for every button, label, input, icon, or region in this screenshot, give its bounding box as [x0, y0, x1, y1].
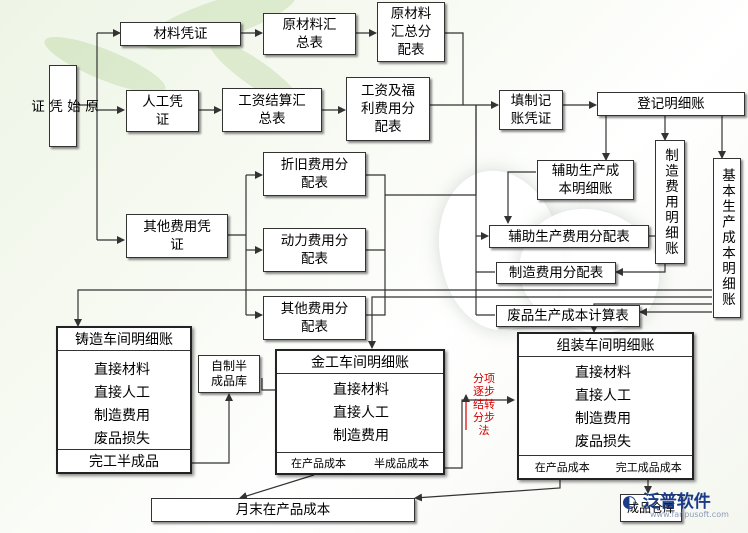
other-alloc-label: 其他费用分 配表: [280, 301, 349, 335]
material-alloc-label: 原材料 汇总分 配表: [390, 6, 432, 58]
depreciation-alloc-label: 折旧费用分 配表: [280, 157, 349, 191]
assembly-workshop-box: 组装车间明细账 直接材料 直接人工 制造费用 废品损失 在产品成本 完工成品成本: [517, 332, 694, 480]
step-method-label: 分项 逐步 结转 分步 法: [473, 372, 495, 437]
wage-alloc-label: 工资及福 利费用分 配表: [361, 83, 415, 135]
brand-mark-icon: ◐: [622, 492, 637, 512]
assembly-footer: 在产品成本 完工成品成本: [519, 455, 692, 478]
casting-item: 直接材料: [94, 362, 150, 378]
fill-voucher-box: 填制记 账凭证: [499, 90, 563, 130]
casting-item: 废品损失: [94, 431, 150, 447]
mfg-alloc-label: 制造费用分配表: [508, 265, 604, 281]
brand-name: 泛普软件: [642, 492, 711, 512]
aux-detail-box: 辅助生产成 本明细账: [537, 160, 634, 200]
metal-item: 制造费用: [333, 428, 389, 444]
assembly-item: 制造费用: [575, 411, 631, 427]
metal-footer: 在产品成本 半成品成本: [277, 452, 443, 473]
original-voucher-box: 原 始 凭 证: [28, 65, 98, 147]
finished-store-box: 成品仓库: [620, 494, 682, 522]
semi-store-label: 自制半 成品库: [210, 359, 247, 388]
assembly-to-month-end: [414, 480, 561, 502]
material-summary-label: 原材料汇 总表: [282, 17, 337, 51]
metal-workshop-box: 金工车间明细账 直接材料 直接人工 制造费用 在产品成本 半成品成本: [275, 349, 445, 475]
scrap-calc-label: 废品生产成本计算表: [507, 308, 629, 324]
metal-workshop-title: 金工车间明细账: [277, 351, 443, 374]
casting-item: 制造费用: [94, 408, 150, 424]
casting-item: 直接人工: [94, 385, 150, 401]
aux-alloc-label: 辅助生产费用分配表: [508, 228, 630, 245]
metal-item: 直接材料: [333, 382, 389, 398]
month-end-wip-label: 月末在产品成本: [235, 502, 331, 518]
assembly-footer-finished: 完工成品成本: [615, 461, 682, 474]
semi-store-box: 自制半 成品库: [198, 355, 260, 393]
mfg-detail-to-alloc: [615, 262, 666, 276]
mfg-detail-label: 制造费用明细账: [662, 147, 678, 257]
depreciation-alloc-box: 折旧费用分 配表: [263, 152, 366, 196]
mfg-alloc-box: 制造费用分配表: [496, 262, 616, 284]
register-ledger-label: 登记明细账: [637, 96, 705, 112]
wage-summary-label: 工资结算汇 总表: [238, 93, 306, 127]
casting-workshop-title: 铸造车间明细账: [58, 328, 190, 351]
metal-to-assembly: [445, 396, 515, 469]
power-alloc-label: 动力费用分 配表: [280, 233, 349, 267]
basic-detail-box: 基本生产成本明细账: [713, 158, 741, 318]
metal-footer-semi: 半成品成本: [374, 457, 429, 470]
metal-footer-wip: 在产品成本: [291, 457, 346, 470]
other-voucher-box: 其他费用凭 证: [126, 214, 228, 258]
assembly-item: 直接人工: [575, 388, 631, 404]
to-casting: [74, 289, 712, 327]
assembly-workshop-title: 组装车间明细账: [519, 334, 692, 357]
assembly-footer-wip: 在产品成本: [534, 461, 590, 474]
to-metal: [368, 296, 712, 349]
material-summary-box: 原材料汇 总表: [263, 13, 356, 55]
scrap-calc-box: 废品生产成本计算表: [496, 305, 640, 327]
original-voucher-label: 原 始 凭 证: [28, 99, 98, 113]
casting-workshop-box: 铸造车间明细账 直接材料 直接人工 制造费用 废品损失 完工半成品: [56, 326, 192, 474]
material-voucher-box: 材料凭证: [120, 22, 241, 46]
other-alloc-box: 其他费用分 配表: [263, 296, 366, 340]
casting-footer: 完工半成品: [58, 449, 190, 472]
month-end-wip-box: 月末在产品成本: [151, 498, 415, 522]
register-ledger-box: 登记明细账: [597, 92, 745, 116]
material-alloc-out: [445, 32, 464, 105]
power-alloc-box: 动力费用分 配表: [263, 228, 366, 272]
assembly-item: 废品损失: [575, 434, 631, 450]
mfg-detail-box: 制造费用明细账: [655, 140, 685, 264]
metal-item: 直接人工: [333, 405, 389, 421]
basic-detail-label: 基本生产成本明细账: [719, 168, 735, 308]
casting-to-store: [192, 393, 233, 464]
aux-detail-label: 辅助生产成 本明细账: [551, 163, 620, 197]
brand-logo: ◐ 泛普软件: [622, 487, 711, 512]
wage-summary-box: 工资结算汇 总表: [222, 88, 322, 132]
brand-url: www.fanpusoft.com: [650, 510, 729, 519]
wage-alloc-box: 工资及福 利费用分 配表: [346, 77, 430, 141]
alloc-collector: [366, 174, 386, 316]
assembly-item: 直接材料: [575, 365, 631, 381]
other-voucher-label: 其他费用凭 证: [143, 219, 211, 253]
material-voucher-label: 材料凭证: [153, 26, 208, 42]
labor-voucher-label: 人工凭 证: [142, 94, 183, 128]
material-alloc-box: 原材料 汇总分 配表: [377, 2, 445, 62]
finished-store-label: 成品仓库: [626, 500, 675, 515]
metal-to-month-end: [239, 474, 315, 500]
aux-to-alloc: [504, 171, 536, 224]
fill-voucher-label: 填制记 账凭证: [510, 93, 552, 127]
aux-alloc-box: 辅助生产费用分配表: [489, 225, 649, 248]
casting-footer-label: 完工半成品: [89, 454, 159, 470]
labor-voucher-box: 人工凭 证: [126, 90, 199, 132]
